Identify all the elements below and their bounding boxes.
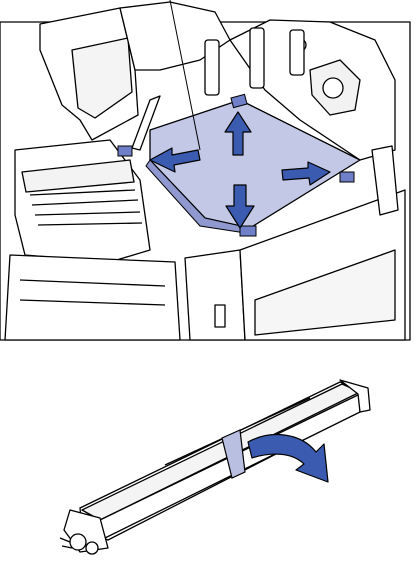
bracket-bottom — [240, 226, 256, 236]
printer-open-svg — [0, 0, 420, 350]
slot-1 — [205, 40, 219, 95]
bracket-right — [340, 172, 354, 182]
bracket-left — [118, 146, 132, 156]
shaft-2 — [86, 542, 98, 554]
printer-open-illustration — [0, 0, 420, 350]
gear-1 — [323, 78, 343, 98]
cartridge-illustration — [0, 370, 420, 567]
shaft-1 — [70, 534, 86, 550]
latch — [215, 305, 225, 327]
slot-2 — [250, 28, 264, 88]
cartridge-svg — [0, 370, 420, 567]
slot-3 — [290, 30, 304, 75]
left-lower-panel — [5, 255, 180, 340]
